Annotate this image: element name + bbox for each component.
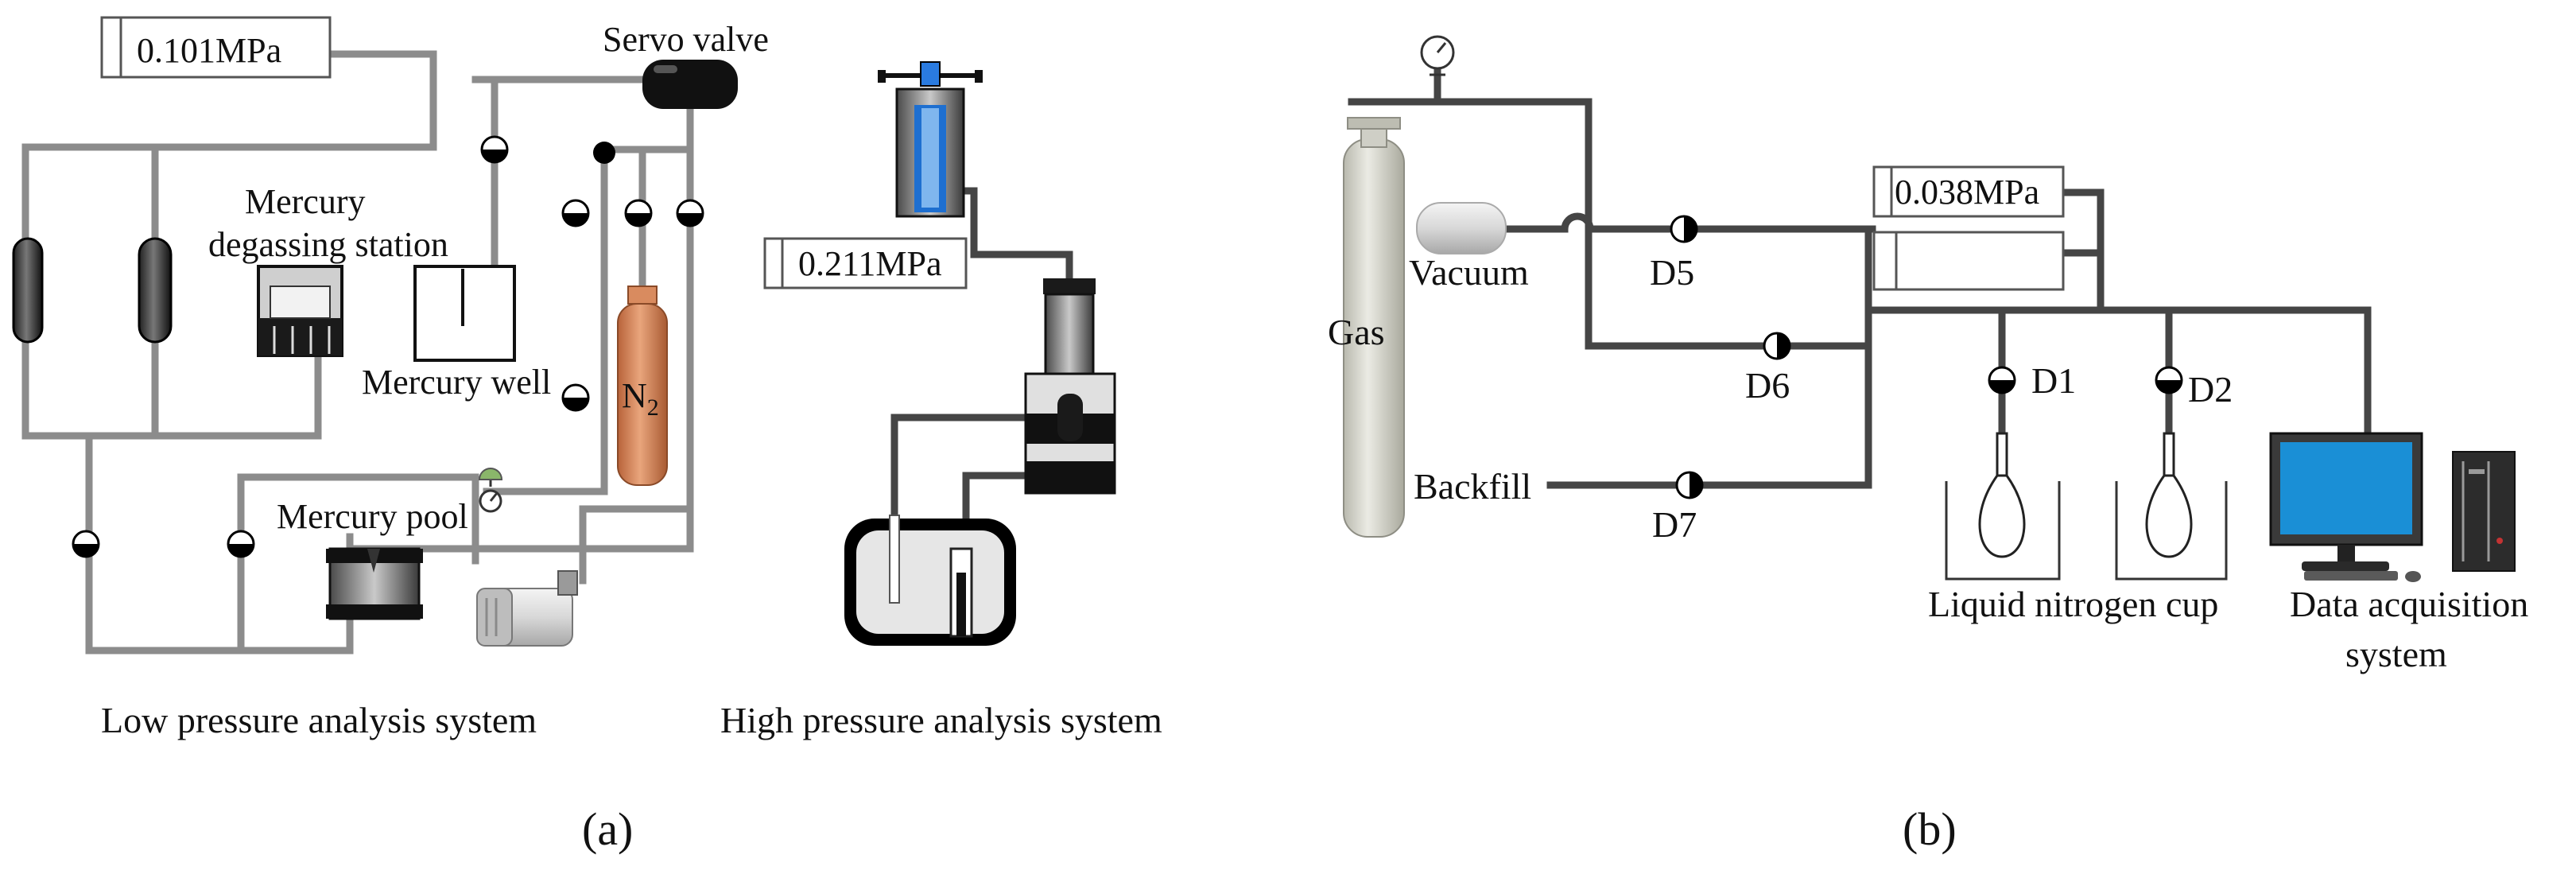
mercury-pool: Mercury pool (277, 497, 468, 620)
valve-a-servo-icon[interactable] (676, 199, 704, 227)
daq-label-line1: Data acquisition (2290, 584, 2528, 624)
degassing-label-line2: degassing station (208, 225, 448, 264)
penetrometer-icon (878, 61, 983, 218)
pool-gauge-icon (478, 468, 503, 513)
sample-chamber-right (138, 237, 173, 344)
valve-d6-label: D6 (1745, 365, 1790, 406)
valve-a-n2-icon[interactable] (624, 199, 653, 227)
computer-tower-icon (2452, 451, 2516, 572)
servo-valve: Servo valve (603, 20, 769, 109)
nitrogen-label: N2 (622, 376, 659, 421)
backfill-label: Backfill (1414, 466, 1531, 507)
high-pressure-system: 0.211MPa (763, 61, 1116, 646)
liquid-nitrogen-cup-1 (1945, 432, 2061, 581)
valve-d7-label: D7 (1652, 504, 1697, 545)
pressure-vessel (844, 515, 1016, 646)
gas-cylinder: Gas (1328, 117, 1405, 538)
valve-d6-icon[interactable] (1763, 332, 1791, 360)
degassing-label-line1: Mercury (245, 182, 366, 221)
vacuum-tank: Vacuum (1409, 202, 1529, 293)
panel-a-caption: (a) (582, 803, 633, 855)
servo-valve-label: Servo valve (603, 20, 769, 59)
daq-label-line2: system (2345, 634, 2447, 674)
vacuum-pump (476, 570, 578, 647)
mercury-well: Mercury well (362, 265, 551, 402)
mercury-pool-label: Mercury pool (277, 497, 468, 536)
mercury-degassing-station: Mercury degassing station (208, 182, 448, 357)
valve-a-left-icon[interactable] (561, 199, 590, 227)
panel-b: Gas Vacuum Backfill D5 D6 D7 D1 D2 0 (1328, 35, 2528, 855)
junction-node (593, 142, 615, 164)
panel-a: 0.101MPa Servo valve Mercury degassing s… (12, 16, 1162, 855)
gas-label: Gas (1328, 312, 1385, 352)
liquid-nitrogen-cup-2 (2115, 432, 2228, 581)
gauge-high-value: 0.211MPa (798, 244, 942, 283)
valve-d5-icon[interactable] (1670, 215, 1698, 243)
valve-a-bottom-left-icon[interactable] (72, 530, 100, 558)
valve-a-well-icon[interactable] (480, 135, 509, 164)
pressure-gauge-high: 0.211MPa (763, 237, 968, 289)
gauge-b-value: 0.038MPa (1895, 173, 2039, 212)
high-pressure-system-label: High pressure analysis system (720, 700, 1162, 740)
gas-pressure-gauge-icon (1420, 35, 1455, 76)
pressure-gauge-low: 0.101MPa (100, 16, 332, 79)
gauge-low-value: 0.101MPa (137, 31, 281, 70)
liquid-nitrogen-cup-label: Liquid nitrogen cup (1928, 584, 2218, 624)
valve-d5-label: D5 (1650, 252, 1694, 293)
valve-d2-label: D2 (2188, 369, 2233, 410)
valve-d2-icon[interactable] (2155, 366, 2183, 394)
panel-b-caption: (b) (1903, 803, 1957, 855)
high-pressure-cylinder (1024, 278, 1116, 495)
valve-a-bottom-mid-icon[interactable] (227, 530, 255, 558)
sample-chamber-left (12, 237, 44, 344)
valve-d7-icon[interactable] (1675, 471, 1704, 499)
adsorption-pipework (1348, 66, 2372, 489)
valve-a-lower-icon[interactable] (561, 383, 590, 412)
valve-d1-label: D1 (2031, 360, 2076, 401)
mercury-well-label: Mercury well (362, 363, 551, 402)
reference-volume (1872, 231, 2065, 291)
computer-monitor-icon (2269, 432, 2423, 582)
low-pressure-system-label: Low pressure analysis system (101, 700, 537, 740)
valve-d1-icon[interactable] (1988, 366, 2016, 394)
nitrogen-cylinder: N2 (617, 286, 668, 486)
pressure-gauge-b: 0.038MPa (1872, 165, 2065, 218)
vacuum-label: Vacuum (1409, 252, 1529, 293)
